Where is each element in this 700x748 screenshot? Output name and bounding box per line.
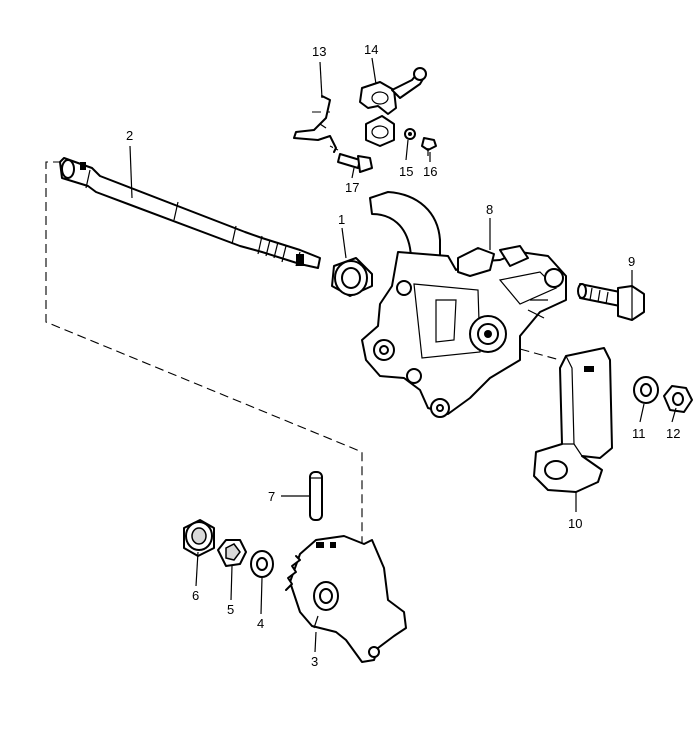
- callout-10: 10: [568, 516, 582, 531]
- callout-5: 5: [227, 602, 234, 617]
- callout-labels: 1 2 3 4 5 6 7 8 9 10 11 12 13 14 15 16 1…: [126, 42, 680, 669]
- part-10-bracket: [533, 347, 613, 493]
- part-16-screw: [421, 137, 437, 156]
- part-15-washer: [404, 128, 416, 140]
- part-9-bolt: [577, 283, 645, 321]
- callout-13: 13: [312, 44, 326, 59]
- part-4-washer: [250, 550, 274, 578]
- part-1-bushing: [331, 257, 373, 297]
- callout-15: 15: [399, 164, 413, 179]
- callout-8: 8: [486, 202, 493, 217]
- callout-16: 16: [423, 164, 437, 179]
- callout-12: 12: [666, 426, 680, 441]
- part-12-nut: [663, 385, 693, 413]
- callout-4: 4: [257, 616, 264, 631]
- part-13-clip-plate: [293, 95, 337, 153]
- part-6-bushing: [183, 519, 215, 557]
- part-14-cable-clamp: [359, 67, 427, 147]
- callout-14: 14: [364, 42, 378, 57]
- callout-6: 6: [192, 588, 199, 603]
- part-5-lock-washer: [217, 539, 247, 567]
- callout-2: 2: [126, 128, 133, 143]
- leader-lines: [129, 57, 677, 653]
- callout-9: 9: [628, 254, 635, 269]
- callout-7: 7: [268, 489, 275, 504]
- part-8-switch-housing: [361, 191, 567, 418]
- part-17-screw: [337, 153, 373, 173]
- part-2-selector-shaft: [59, 157, 321, 269]
- part-11-washer: [633, 376, 659, 404]
- callout-17: 17: [345, 180, 359, 195]
- part-3-detent-lever: [285, 535, 407, 663]
- callout-1: 1: [338, 212, 345, 227]
- callout-3: 3: [311, 654, 318, 669]
- part-7-pin: [309, 471, 323, 521]
- callout-11: 11: [632, 426, 646, 441]
